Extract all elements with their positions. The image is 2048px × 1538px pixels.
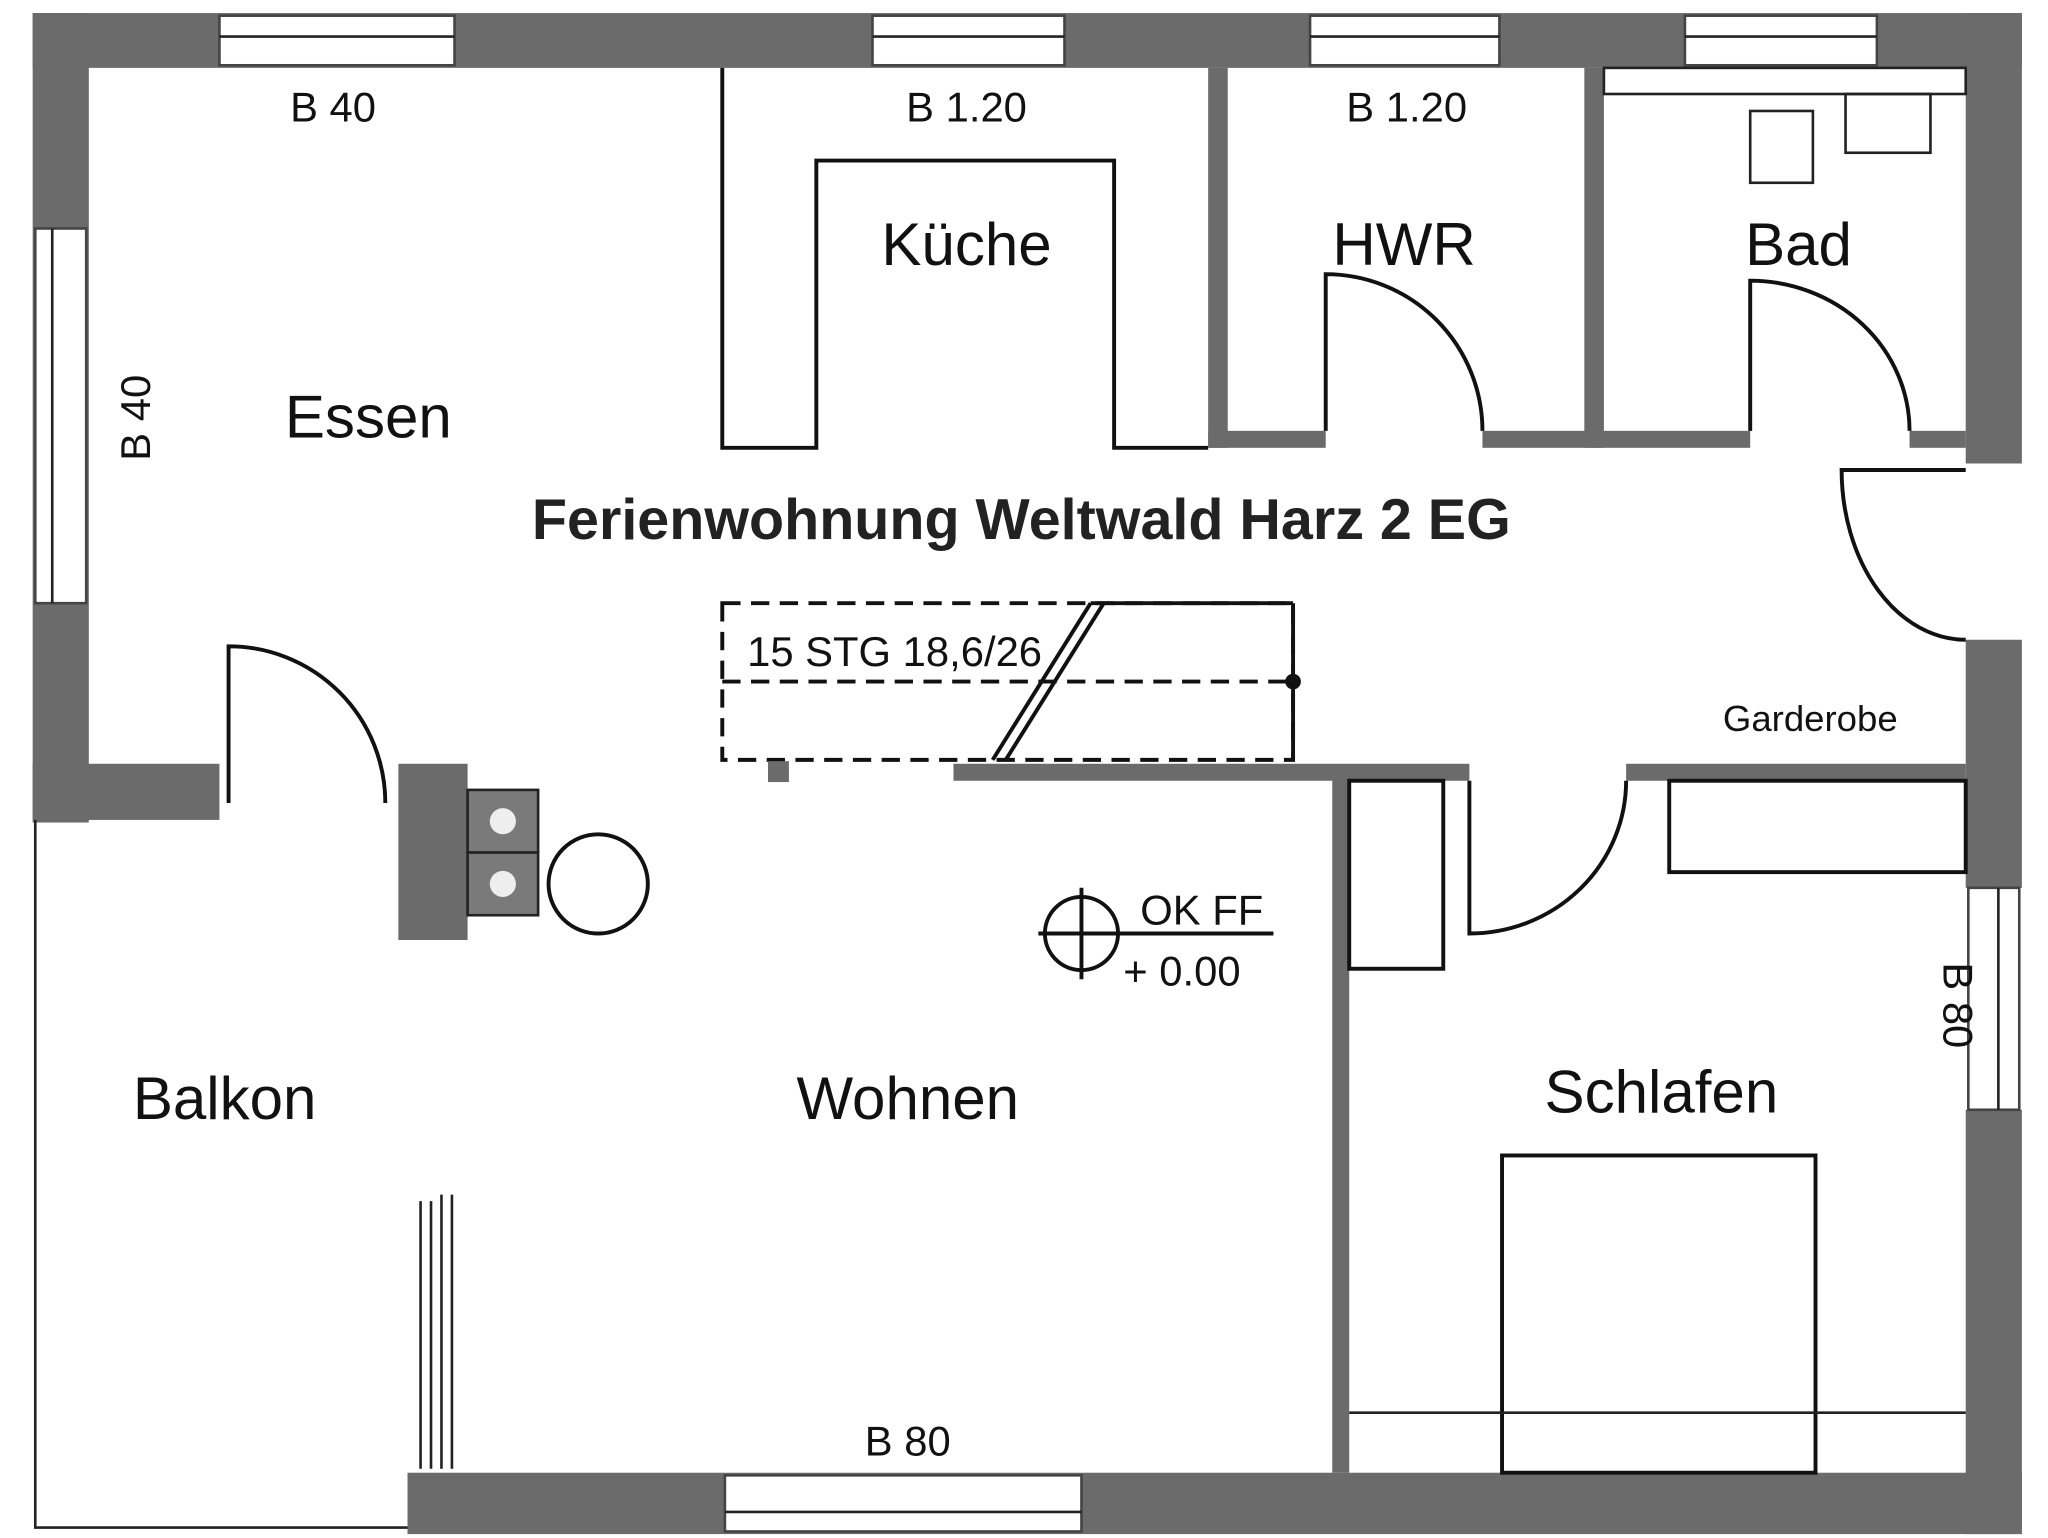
stair [720, 601, 1301, 783]
windows [33, 14, 2021, 1533]
level-label: OK FF [1140, 886, 1263, 933]
kitchen-counter [720, 67, 1209, 450]
window-label-essen-top: B 40 [290, 83, 376, 130]
room-label-hwr: HWR [1332, 211, 1475, 278]
stair-label: 15 STG 18,6/26 [747, 628, 1042, 675]
interior-walls [953, 66, 1968, 1473]
bed [1349, 1153, 1966, 1475]
room-label-kueche: Küche [881, 211, 1051, 278]
level-value: + 0.00 [1123, 948, 1240, 995]
balkon-outline [33, 819, 408, 1529]
room-label-schlafen: Schlafen [1545, 1058, 1779, 1125]
window-label-schlafen: B 80 [1935, 962, 1982, 1048]
fireplace [398, 763, 650, 941]
closet [1347, 778, 1446, 971]
window-label-wohnen: B 80 [865, 1418, 951, 1465]
wardrobe [1667, 778, 1968, 875]
doors [226, 272, 1966, 1469]
room-label-wohnen: Wohnen [796, 1065, 1019, 1132]
window-label-essen-left: B 40 [112, 375, 159, 461]
room-label-bad: Bad [1745, 211, 1852, 278]
room-label-balkon: Balkon [133, 1065, 317, 1132]
window-label-hwr: B 1.20 [1346, 83, 1467, 130]
plan-title: Ferienwohnung Weltwald Harz 2 EG [532, 488, 1511, 552]
level-marker-icon [1038, 887, 1274, 980]
room-label-garderobe: Garderobe [1723, 698, 1898, 739]
window-label-kueche: B 1.20 [906, 83, 1027, 130]
room-label-essen: Essen [285, 383, 452, 450]
